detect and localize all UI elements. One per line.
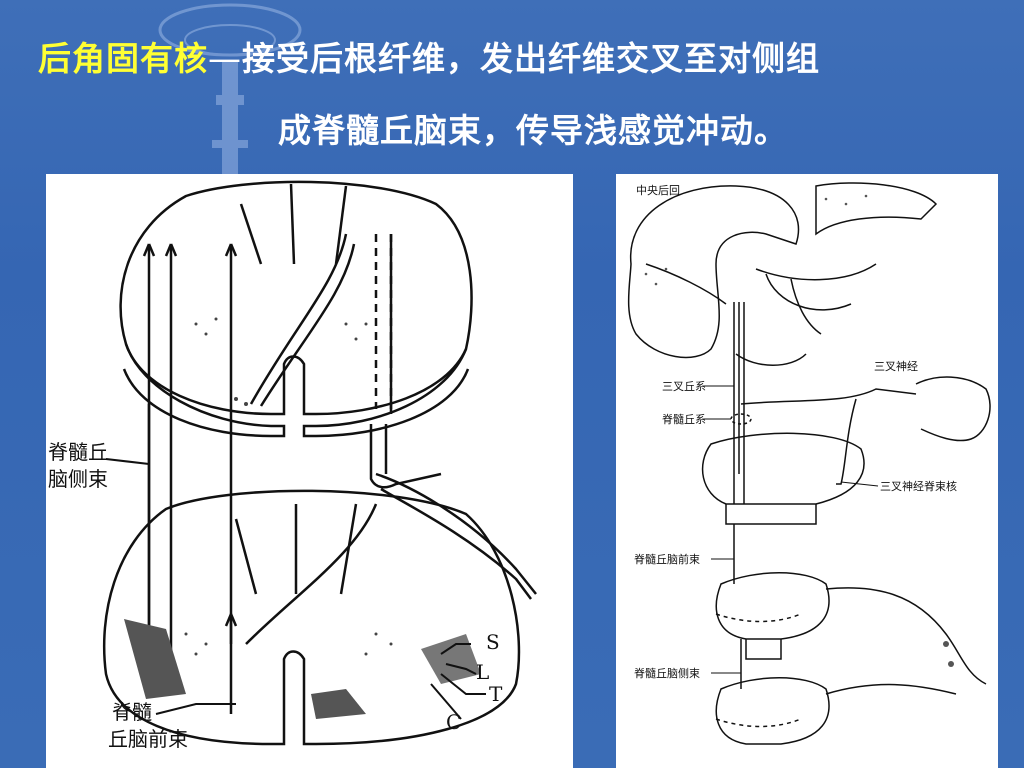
- label-C: C: [446, 710, 461, 734]
- spinal-cord-diagram: 脊髓丘 脑侧束 脊髓 丘脑前束 S L T C: [48, 180, 537, 751]
- label-anterior-tract-line2: 丘脑前束: [108, 727, 188, 751]
- title-keyword: 后角固有核: [38, 39, 208, 78]
- label-postcentral-gyrus: 中央后回: [636, 184, 680, 197]
- pathway-diagram-panel: 中央后回 三叉神经 三叉丘系 脊髓丘系 三叉神经脊束核 脊髓丘脑前束 脊髓丘脑侧…: [616, 174, 998, 768]
- decorative-tower-graphic: [158, 3, 302, 180]
- label-L: L: [476, 660, 489, 684]
- label-lateral-spinothalamic: 脊髓丘脑侧束: [634, 666, 700, 680]
- label-spinothalamic-lemniscus: 脊髓丘系: [662, 412, 706, 426]
- slide-title-line-1: 后角固有核—接受后根纤维，发出纤维交叉至对侧组: [38, 32, 998, 80]
- label-lateral-tract-line1: 脊髓丘: [48, 440, 108, 464]
- label-T: T: [489, 682, 503, 706]
- pathway-diagram: 中央后回 三叉神经 三叉丘系 脊髓丘系 三叉神经脊束核 脊髓丘脑前束 脊髓丘脑侧…: [627, 182, 991, 745]
- label-trigeminothalamic-tract: 三叉丘系: [662, 380, 706, 393]
- label-S: S: [486, 630, 500, 654]
- slide-title-line-2: 成脊髓丘脑束，传导浅感觉冲动。: [278, 111, 788, 150]
- title-dash: —: [208, 39, 242, 78]
- label-anterior-tract-line1: 脊髓: [112, 700, 152, 724]
- label-anterior-spinothalamic: 脊髓丘脑前束: [634, 552, 700, 566]
- label-spinal-trigeminal-nucleus: 三叉神经脊束核: [880, 479, 957, 493]
- label-lateral-tract-line2: 脑侧束: [48, 467, 108, 491]
- label-trigeminal-nerve: 三叉神经: [874, 359, 918, 373]
- spinal-cord-diagram-panel: 脊髓丘 脑侧束 脊髓 丘脑前束 S L T C: [46, 174, 573, 768]
- title-line-1-text: 接受后根纤维，发出纤维交叉至对侧组: [242, 39, 820, 78]
